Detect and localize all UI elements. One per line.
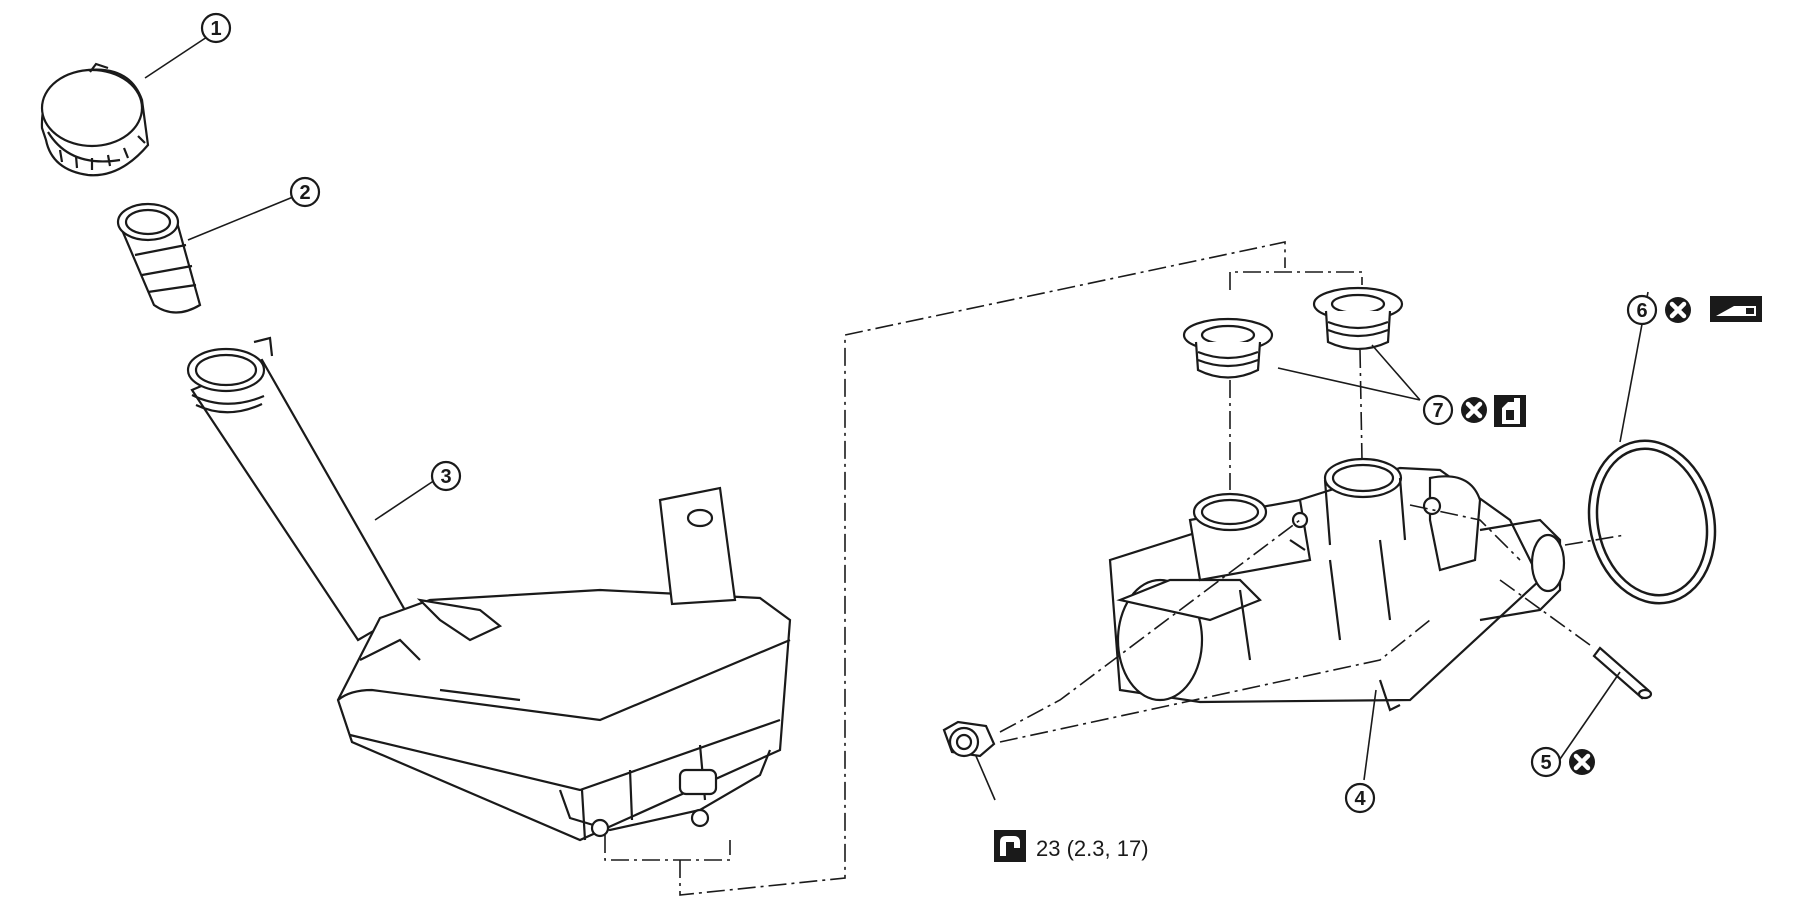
reservoir-tank bbox=[336, 486, 792, 842]
svg-text:2: 2 bbox=[299, 182, 310, 204]
torque-spec-text: 23 (2.3, 17) bbox=[1036, 836, 1149, 861]
reservoir-grommet-right bbox=[1312, 286, 1404, 351]
callout-6: 6 bbox=[1626, 296, 1762, 324]
do-not-reuse-x-icon bbox=[1569, 749, 1595, 775]
wrench-torque-icon bbox=[994, 830, 1026, 862]
torque-spec: 23 (2.3, 17) bbox=[994, 830, 1149, 862]
reservoir-grommet-left bbox=[1182, 317, 1274, 379]
callout-1: 1 bbox=[200, 12, 232, 44]
fluid-bottle-icon bbox=[1494, 395, 1526, 427]
callout-3: 3 bbox=[430, 460, 462, 492]
reservoir-filler-neck bbox=[186, 336, 408, 642]
callout-4: 4 bbox=[1344, 782, 1376, 814]
master-cylinder-body bbox=[1108, 457, 1566, 712]
svg-text:5: 5 bbox=[1540, 752, 1551, 774]
svg-text:3: 3 bbox=[440, 466, 451, 488]
mounting-nut bbox=[942, 720, 996, 758]
callout-5: 5 bbox=[1530, 748, 1595, 776]
callout-2: 2 bbox=[289, 176, 321, 208]
svg-text:6: 6 bbox=[1636, 300, 1647, 322]
svg-text:4: 4 bbox=[1354, 788, 1366, 810]
reservoir-pin bbox=[1592, 646, 1653, 700]
callout-7: 7 bbox=[1422, 395, 1526, 427]
svg-text:1: 1 bbox=[210, 18, 221, 40]
do-not-reuse-x-icon bbox=[1665, 297, 1691, 323]
grease-tube-icon bbox=[1710, 296, 1762, 322]
reservoir-cap bbox=[40, 62, 150, 177]
do-not-reuse-x-icon bbox=[1461, 397, 1487, 423]
master-cylinder-o-ring bbox=[1587, 439, 1717, 605]
assembly-reference-lines bbox=[604, 241, 1626, 896]
svg-text:7: 7 bbox=[1432, 400, 1443, 422]
reservoir-strainer bbox=[116, 202, 202, 314]
